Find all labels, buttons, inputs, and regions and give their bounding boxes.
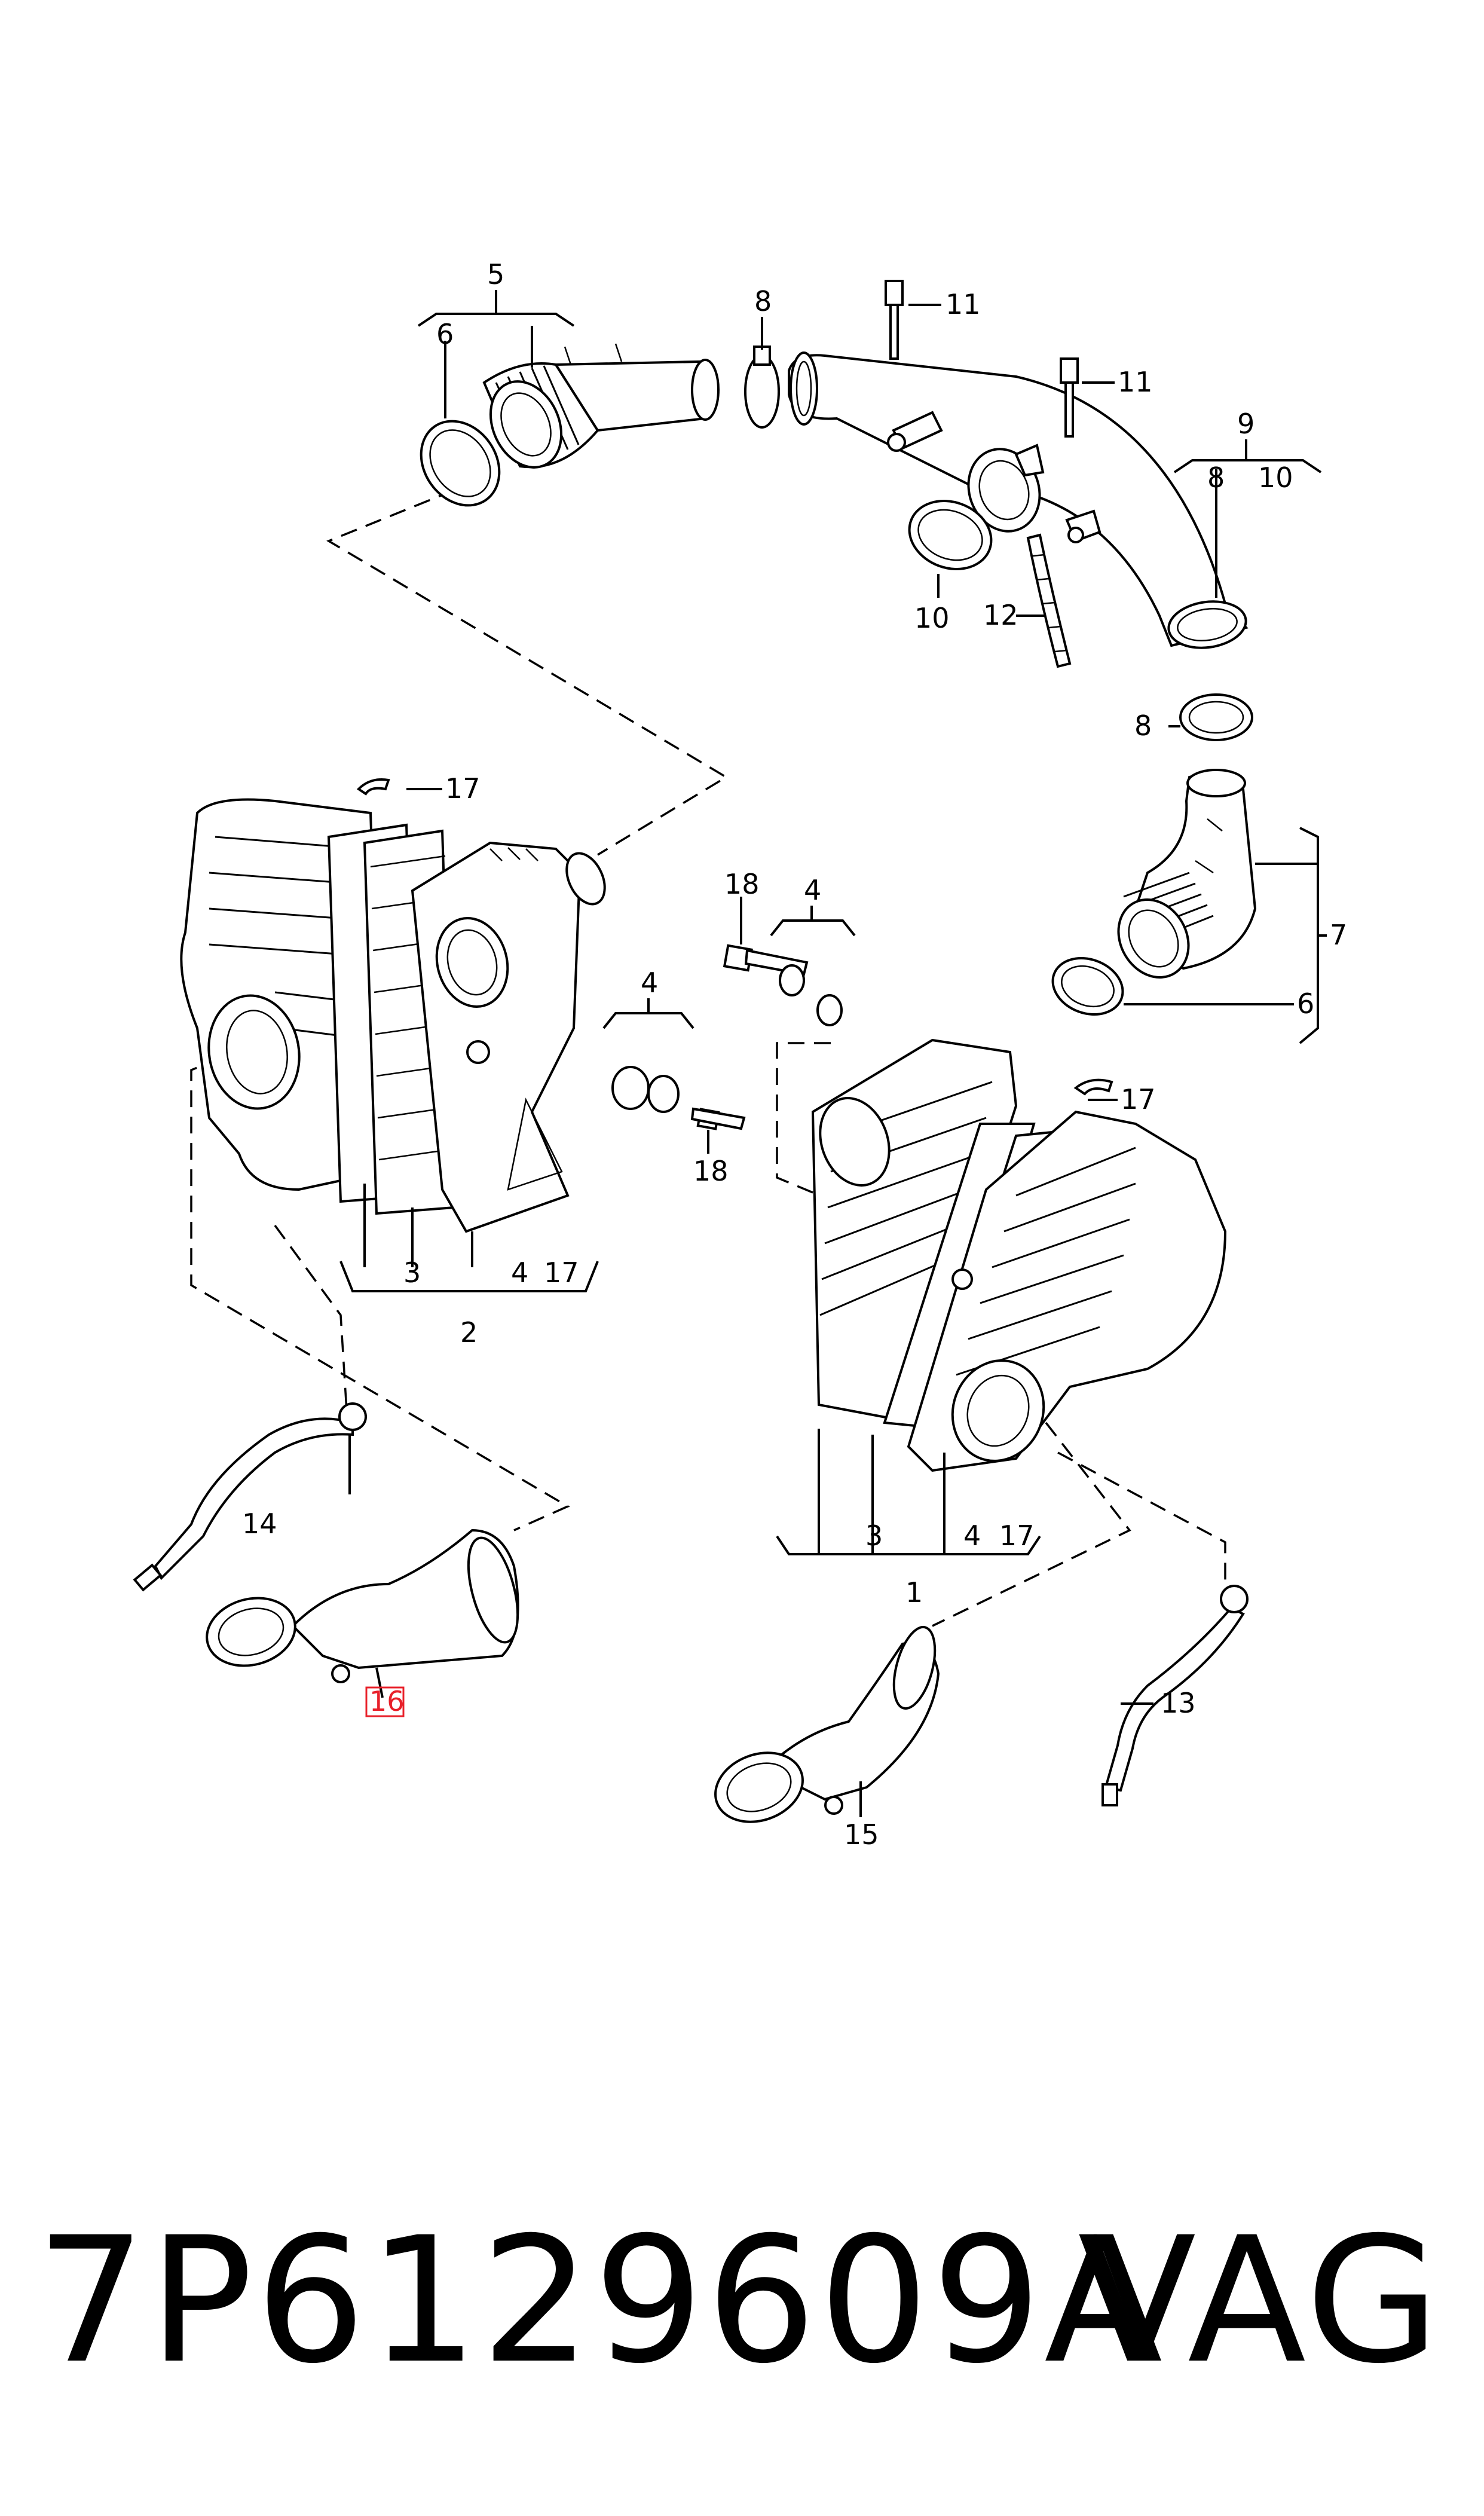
callout-5: 5: [487, 258, 504, 291]
intake-hose-right: [1051, 769, 1257, 1016]
callout-10: 10: [1258, 461, 1293, 494]
callout-2: 2: [460, 1316, 478, 1349]
callout-17: 17: [999, 1520, 1035, 1552]
mounting-grommets: [611, 944, 843, 1130]
air-filter-housing-right: [811, 1038, 1227, 1472]
leader-lines: [339, 290, 1327, 1817]
callout-9: 9: [1237, 408, 1254, 440]
callout-3: 3: [865, 1520, 883, 1552]
callout-17: 17: [544, 1257, 579, 1289]
parts-diagram: 5 6 8 11 11 9 8 10 10 12 8 17 7 6 18 4 4…: [133, 258, 1347, 1851]
air-filter-housing-left: [180, 798, 606, 1233]
callout-8: 8: [1207, 461, 1225, 494]
callout-1: 1: [905, 1576, 923, 1609]
callout-12: 12: [983, 599, 1018, 631]
callout-labels: 5 6 8 11 11 9 8 10 10 12 8 17 7 6 18 4 4…: [242, 258, 1347, 1851]
callout-4: 4: [804, 874, 821, 906]
callout-14: 14: [242, 1508, 277, 1540]
callout-6: 6: [436, 318, 454, 350]
callout-17: 17: [445, 772, 481, 805]
callout-16: 16: [369, 1685, 405, 1717]
dashed-connection-lines: [190, 489, 1226, 1627]
callout-18: 18: [693, 1155, 729, 1187]
lower-ducts: [133, 1402, 1249, 1823]
clips: [356, 778, 1113, 1096]
caption-bar: 7P6129609A VAG: [0, 2176, 1484, 2427]
callout-8: 8: [754, 285, 772, 317]
callout-10: 10: [914, 602, 950, 634]
callout-15: 15: [844, 1818, 879, 1851]
callout-4: 4: [511, 1257, 528, 1289]
callout-4: 4: [963, 1520, 981, 1552]
part-number: 7P6129609A: [36, 2200, 1165, 2402]
callout-13: 13: [1161, 1687, 1196, 1719]
callout-11: 11: [1118, 366, 1153, 398]
callout-3: 3: [403, 1257, 421, 1289]
callout-18: 18: [724, 868, 760, 900]
callout-6: 6: [1297, 988, 1314, 1020]
brand-name: VAG: [1078, 2200, 1442, 2402]
intake-pipe-upper: [420, 280, 1253, 741]
callout-16-highlight-box: [365, 1686, 405, 1717]
callout-7: 7: [1330, 919, 1347, 951]
callout-4: 4: [641, 967, 658, 999]
callout-8: 8: [1134, 710, 1152, 742]
callout-17: 17: [1121, 1083, 1156, 1115]
callout-11: 11: [946, 288, 981, 320]
